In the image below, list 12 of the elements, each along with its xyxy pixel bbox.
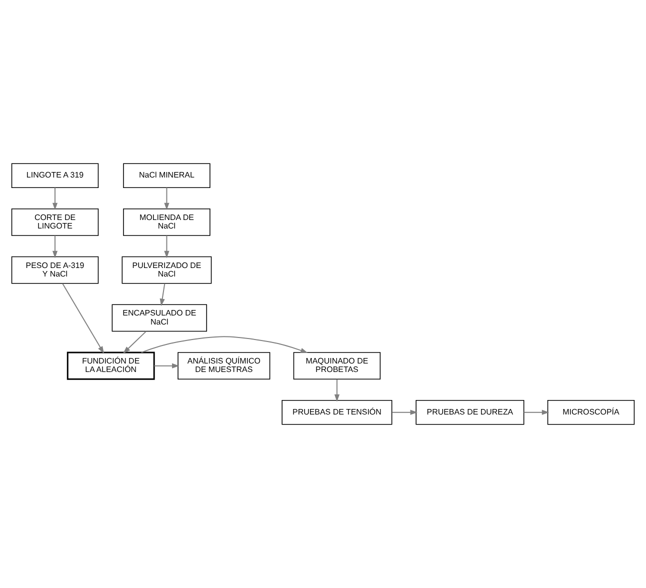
arrow	[62, 282, 104, 354]
arrow	[334, 378, 340, 402]
arrow	[160, 282, 166, 306]
arrow	[123, 330, 147, 354]
arrow	[52, 187, 58, 210]
arrow	[164, 235, 170, 258]
arrow	[52, 235, 58, 258]
arrow	[392, 410, 418, 415]
arrow	[154, 363, 180, 368]
arrow	[523, 410, 550, 415]
arrow	[164, 187, 170, 210]
arrow	[140, 336, 308, 353]
